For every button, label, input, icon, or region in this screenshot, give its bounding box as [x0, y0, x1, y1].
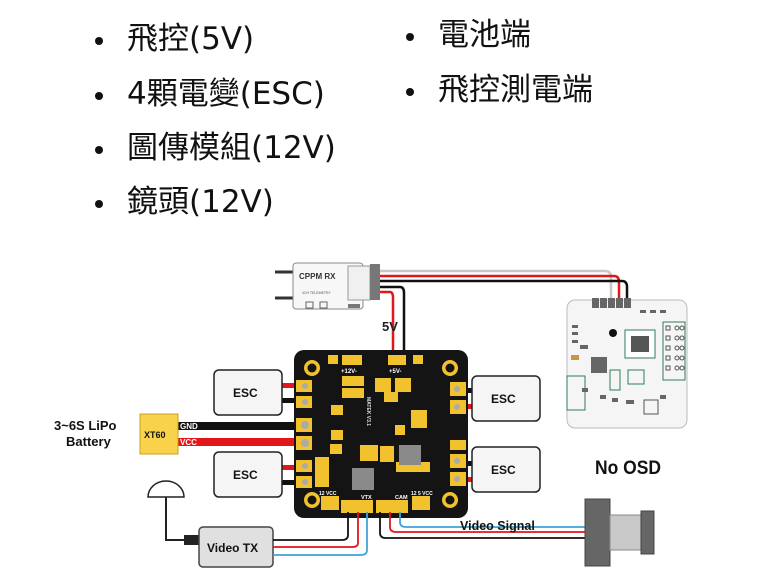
rx-title: CPPM RX [299, 272, 336, 281]
antenna-icon [147, 480, 200, 545]
video-tx-label: Video TX [207, 541, 258, 555]
battery-wires: GND VCC [177, 422, 305, 447]
battery-label-line2: Battery [66, 434, 112, 449]
camera [584, 498, 655, 567]
rx-fc-wires [380, 269, 629, 362]
no-osd-label: No OSD [595, 458, 661, 479]
esc-front-right: ESC [471, 375, 541, 422]
gnd-label: GND [180, 422, 198, 431]
bullet-item: 飛控(5V) [127, 21, 255, 57]
bullet-dot [406, 33, 414, 41]
bullet-dot [95, 92, 103, 100]
bullet-item: 圖傳模組(12V) [127, 130, 336, 166]
pdb-vtx-label: VTX [361, 495, 372, 501]
esc-rear-right: ESC [471, 446, 541, 493]
label-5v: 5V [382, 319, 398, 334]
esc-rear-left: ESC [213, 451, 283, 498]
bullet-item: 4顆電變(ESC) [127, 76, 325, 112]
pdb-12vcc-label: 12 VCC [319, 491, 337, 497]
bullet-dot [95, 200, 103, 208]
pdb-5v-label: +5V- [389, 369, 402, 375]
flight-controller [566, 298, 688, 429]
bullet-item: 鏡頭(12V) [127, 184, 274, 220]
video-signal-label: Video Signal [460, 519, 535, 533]
video-tx: Video TX [198, 526, 274, 568]
bullet-item: 電池端 [438, 17, 531, 53]
bullet-item: 飛控測電端 [438, 72, 593, 108]
bullet-dot [95, 37, 103, 45]
xt60-connector: XT60 [139, 413, 179, 455]
esc-front-left: ESC [213, 369, 283, 416]
battery-label-line1: 3~6S LiPo [54, 418, 117, 433]
rx-subtitle: 4CH TELEMETRY [302, 291, 332, 295]
pdb-12v-label: +12V- [341, 369, 357, 375]
pdb-cam-label: CAM [395, 495, 408, 501]
power-distribution-board: +12V- +5V- MATEK V3.1 12 VCC VTX CAM 12 … [294, 350, 468, 518]
svg-text:ESC: ESC [491, 463, 516, 477]
pdb-125vcc-label: 12 5 VCC [411, 491, 433, 497]
vtx-wires [273, 512, 368, 556]
svg-text:ESC: ESC [233, 468, 258, 482]
pdb-brand: MATEK V3.1 [365, 397, 371, 426]
xt60-label: XT60 [144, 430, 166, 440]
svg-text:ESC: ESC [491, 392, 516, 406]
vcc-label: VCC [180, 438, 197, 447]
cam-wires [379, 512, 586, 539]
svg-text:ESC: ESC [233, 386, 258, 400]
cppm-receiver: CPPM RX 4CH TELEMETRY [275, 262, 380, 310]
bullet-dot [95, 146, 103, 154]
bullet-dot [406, 88, 414, 96]
